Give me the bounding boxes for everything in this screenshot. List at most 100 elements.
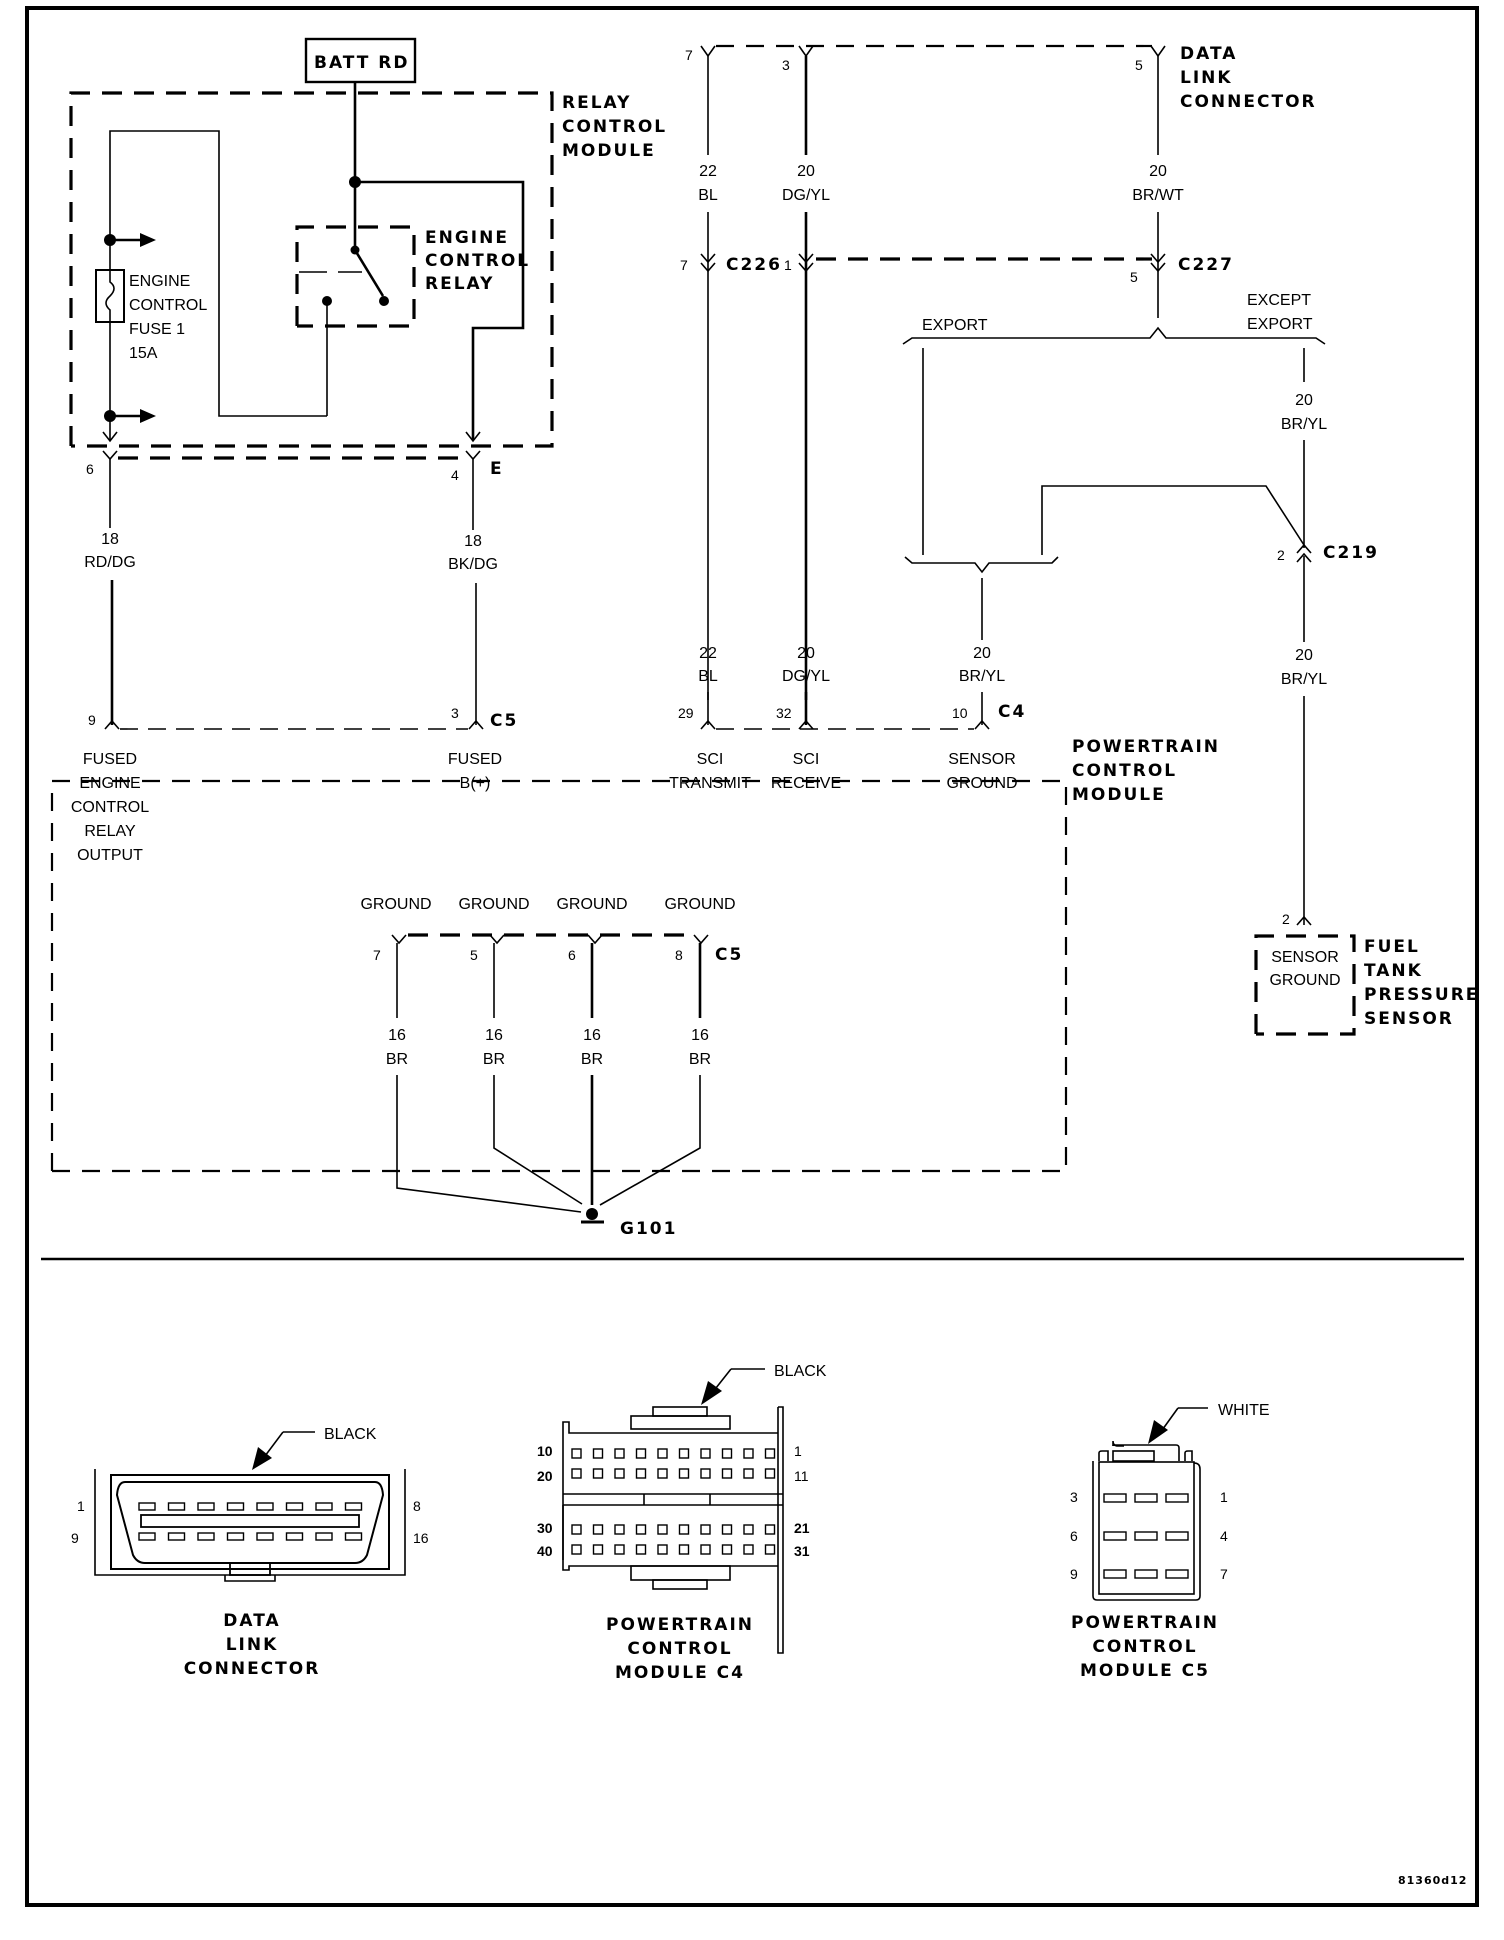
pin-label: 7: [680, 257, 688, 273]
pin-label: 1: [784, 257, 792, 273]
wire-gauge: 20: [1295, 392, 1313, 409]
pin-cavity: [700, 1468, 711, 1479]
pin-cavity: [657, 1544, 668, 1555]
c5-pins: [1103, 1493, 1189, 1579]
powertrain-control-module: POWERTRAIN CONTROL MODULE FUSED ENGINE C…: [50, 737, 1218, 1173]
wire-bl-top: 22 BL: [698, 56, 718, 700]
pin-cavity: [571, 1544, 582, 1555]
pin-cavity: [614, 1524, 625, 1535]
wire-gauge: 16: [583, 1027, 601, 1044]
pin-label: 5: [1130, 269, 1138, 285]
ground-wires: 16 BR 16 BR 16 BR 16 BR G101: [386, 943, 711, 1239]
dlc-view-title-2: LINK: [226, 1635, 279, 1655]
pin-label: 5: [470, 947, 478, 963]
pin-cavity: [721, 1544, 733, 1555]
pin-cavity: [315, 1532, 333, 1541]
pin-cavity: [256, 1502, 274, 1511]
pin-cavity: [657, 1448, 668, 1459]
connector-name: E: [490, 459, 504, 479]
connector-c226: 7 C226 1: [680, 253, 1152, 275]
pin-cavity: [743, 1524, 754, 1535]
pcm-function-label: OUTPUT: [77, 847, 143, 864]
pin-cavity: [614, 1544, 625, 1555]
pin-label: 1: [77, 1498, 85, 1514]
pin-label: 9: [71, 1530, 79, 1546]
pin-cavity: [764, 1448, 776, 1459]
pin-cavity: [721, 1524, 733, 1535]
pcm-function-label: FUSED: [83, 751, 137, 768]
pcm-function-label: CONTROL: [71, 799, 149, 816]
dlc-title-3: CONNECTOR: [1180, 92, 1317, 112]
c5-view-title-2: CONTROL: [1092, 1637, 1197, 1657]
arrow-icon: [252, 1447, 272, 1470]
dlc-view-title-1: DATA: [223, 1611, 280, 1631]
ground-connector-c5: 7 5 6 8 C5: [373, 933, 743, 965]
wire-gauge: 22: [699, 645, 717, 662]
dlc-title-2: LINK: [1180, 68, 1233, 88]
relay-label-2: CONTROL: [425, 251, 530, 271]
pin-label: 10: [537, 1443, 553, 1459]
pin-cavity: [721, 1468, 733, 1479]
pin-cavity: [678, 1448, 690, 1459]
sensor-function-label: GROUND: [1269, 972, 1340, 989]
wire-rd-dg: 18 RD/DG: [84, 459, 136, 725]
pcm-function-label: ENGINE: [79, 775, 140, 792]
pin-label: 31: [794, 1543, 810, 1559]
dlc-pins: [138, 1502, 363, 1541]
wire-color: BK/DG: [448, 556, 498, 573]
arrow-icon: [140, 409, 156, 423]
connector-name: C5: [715, 945, 743, 965]
pin-cavity: [635, 1468, 647, 1479]
pin-label: 9: [88, 712, 96, 728]
pin-cavity: [344, 1532, 363, 1541]
fuse-label-4: 15A: [129, 345, 158, 362]
pin-cavity: [1134, 1531, 1158, 1541]
wire-br-wt-top: 20 BR/WT: [1132, 56, 1184, 318]
pin-cavity: [285, 1502, 304, 1511]
wire-gauge: 20: [797, 163, 815, 180]
pin-cavity: [226, 1532, 245, 1541]
pcm-function-label: SCI: [697, 751, 724, 768]
pin-label: 7: [373, 947, 381, 963]
sensor-title-1: FUEL: [1364, 937, 1420, 957]
pin-label: 30: [537, 1520, 553, 1536]
pin-label: 5: [1135, 57, 1143, 73]
data-link-connector-top: 7 3 5 DATA LINK CONNECTOR: [685, 44, 1317, 112]
pcm-c4-connector-view: BLACK 10 20 30 40 1 11 21 31 POWERTRAIN …: [537, 1363, 827, 1683]
wire-gauge: 20: [1295, 647, 1313, 664]
pcm-function-label: SCI: [793, 751, 820, 768]
pcm-ground-label: GROUND: [556, 896, 627, 913]
pin-cavity: [1134, 1569, 1158, 1579]
pin-cavity: [678, 1468, 690, 1479]
c5-view-title-3: MODULE C5: [1080, 1661, 1210, 1681]
c5-view-title-1: POWERTRAIN: [1071, 1613, 1219, 1633]
pin-label: 2: [1282, 911, 1290, 927]
pin-label: 20: [537, 1468, 553, 1484]
pin-cavity: [592, 1524, 604, 1535]
pin-label: 32: [776, 705, 792, 721]
wire-gauge: 22: [699, 163, 717, 180]
sensor-title-4: SENSOR: [1364, 1009, 1454, 1029]
wire-color: BR: [386, 1051, 408, 1068]
pin-cavity: [197, 1502, 215, 1511]
connector-color-label: BLACK: [774, 1363, 827, 1380]
wire-bl-lower: 22 BL: [698, 645, 718, 725]
rcm-title-2: CONTROL: [562, 117, 667, 137]
pin-cavity: [285, 1532, 304, 1541]
wire-color: DG/YL: [782, 668, 830, 685]
sensor-function-label: SENSOR: [1271, 949, 1339, 966]
connector-color-label: WHITE: [1218, 1402, 1270, 1419]
dlc-connector-view: BLACK 1 9 8 16 DATA LINK CONNECTOR: [71, 1426, 429, 1679]
export-split: EXPORT EXCEPT EXPORT 20 BR/YL: [902, 292, 1327, 640]
pin-cavity: [592, 1544, 604, 1555]
pin-cavity: [635, 1524, 647, 1535]
pcm-function-label: SENSOR: [948, 751, 1016, 768]
wire-br-yl-sensor: 20 BR/YL: [1281, 647, 1327, 925]
pin-cavity: [1103, 1531, 1127, 1541]
connector-color-label: BLACK: [324, 1426, 377, 1443]
arrow-icon: [1148, 1420, 1168, 1444]
pin-cavity: [138, 1502, 156, 1511]
pcm-c5-connector-view: WHITE 3 6 9 1 4 7 POWERTRAIN CONTROL MOD…: [1070, 1402, 1270, 1681]
connector-name: C219: [1323, 543, 1379, 563]
